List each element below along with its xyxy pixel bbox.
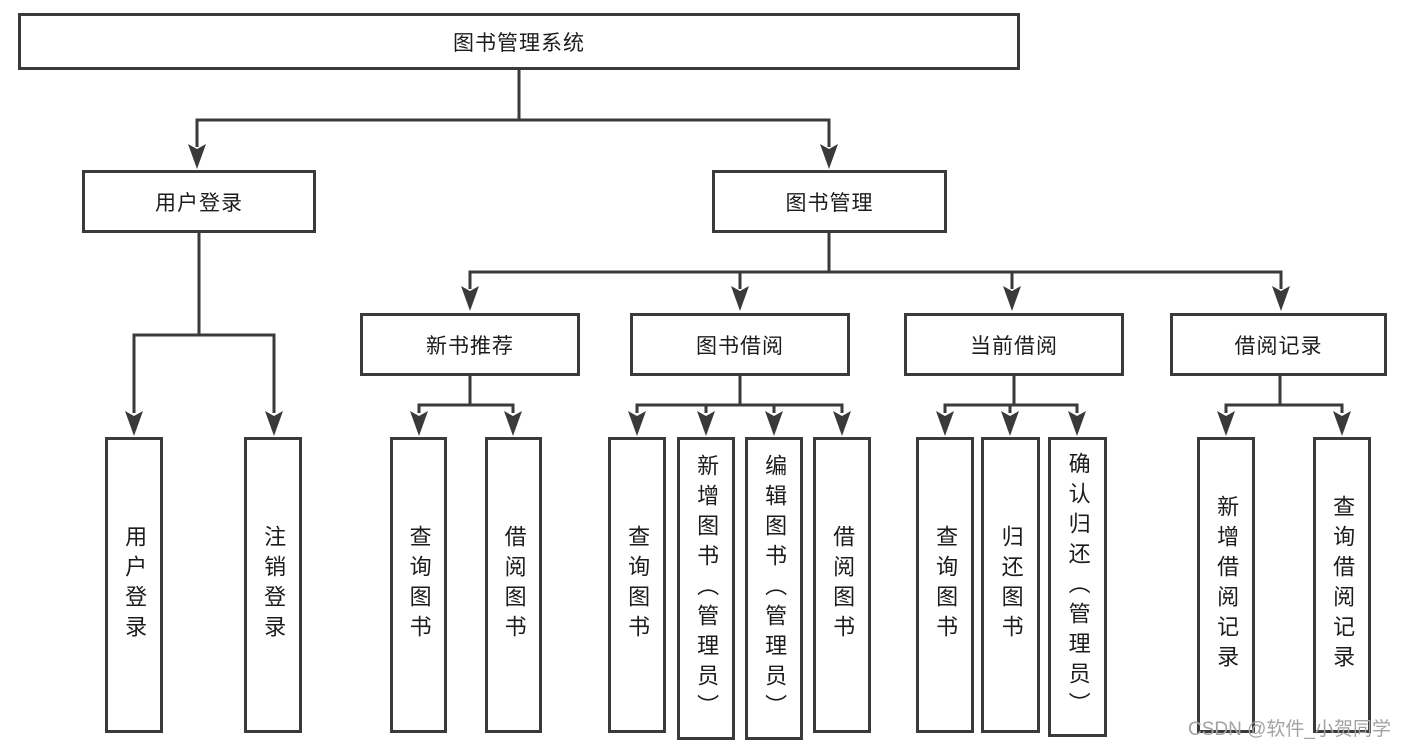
node-borrow-books-recommend: 借阅图书 [485,437,542,733]
arrowhead [1217,411,1235,436]
node-return-books: 归还图书 [981,437,1040,733]
node-book-management: 图书管理 [712,170,947,233]
node-label: 借阅图书 [501,525,527,645]
connector-new-books-group [417,376,515,413]
arrowhead [765,411,783,436]
node-user-login: 用户登录 [82,170,316,233]
node-label: 归还图书 [998,525,1024,645]
arrowhead [628,411,646,436]
arrowhead [1272,286,1290,311]
node-label: 查询图书 [406,525,432,645]
node-label: 图书借阅 [696,334,784,358]
arrowhead [125,411,143,436]
node-borrow-books-leaf: 借阅图书 [813,437,871,733]
arrowhead [265,411,283,436]
node-new-book-recommend: 新书推荐 [360,313,580,376]
node-query-borrow-record: 查询借阅记录 [1313,437,1371,733]
csdn-watermark: CSDN @软件_小贺同学 [1188,719,1391,740]
connector-borrow-records-group [1224,376,1344,413]
node-label: 查询图书 [625,525,651,645]
arrowhead [1068,411,1086,436]
node-query-books-current: 查询图书 [916,437,974,733]
connector-root-to-level2 [195,70,831,147]
node-query-books-recommend: 查询图书 [390,437,447,733]
node-label: 查询借阅记录 [1330,495,1356,675]
arrowhead [833,411,851,436]
node-confirm-return-admin: 确认归还（管理员） [1048,437,1107,737]
arrowhead [936,411,954,436]
node-label: 借阅记录 [1234,334,1323,358]
node-label: 借阅图书 [830,525,856,645]
node-current-borrowing: 当前借阅 [904,313,1124,376]
node-query-books-borrow: 查询图书 [608,437,666,733]
node-label: 图书管理系统 [453,31,585,55]
node-add-borrow-record: 新增借阅记录 [1197,437,1255,733]
node-label: 用户登录 [155,191,243,215]
arrowhead [504,411,522,436]
node-label: 当前借阅 [970,334,1058,358]
arrowhead [461,286,479,311]
arrowhead [697,411,715,436]
arrowhead [410,411,428,436]
node-label: 注销登录 [261,525,287,645]
arrowhead [1001,411,1019,436]
arrowhead [731,286,749,311]
node-label: 新增图书（管理员） [694,453,720,724]
arrowheads [125,144,1351,436]
arrowhead [1003,286,1021,311]
node-label: 新增借阅记录 [1214,495,1240,675]
node-label: 查询图书 [933,525,959,645]
arrowhead [1333,411,1351,436]
node-borrow-records: 借阅记录 [1170,313,1387,376]
arrowhead [820,144,838,169]
node-edit-book-admin: 编辑图书（管理员） [745,437,803,740]
node-label: 用户登录 [122,525,148,645]
node-label: 新书推荐 [426,334,514,358]
node-label: 图书管理 [785,191,874,215]
node-label: 确认归还（管理员） [1065,452,1091,722]
node-book-borrowing: 图书借阅 [630,313,850,376]
arrowhead [188,144,206,169]
connector-current-borrow-group [943,376,1079,413]
node-user-login-leaf: 用户登录 [105,437,163,733]
connector-book-mgmt-to-level3 [468,233,1283,289]
node-library-system: 图书管理系统 [18,13,1020,70]
node-label: 编辑图书（管理员） [762,453,788,724]
node-logout: 注销登录 [244,437,302,733]
connector-book-borrow-group [635,376,844,413]
connector-user-login-group [132,233,276,413]
node-add-book-admin: 新增图书（管理员） [677,437,735,740]
